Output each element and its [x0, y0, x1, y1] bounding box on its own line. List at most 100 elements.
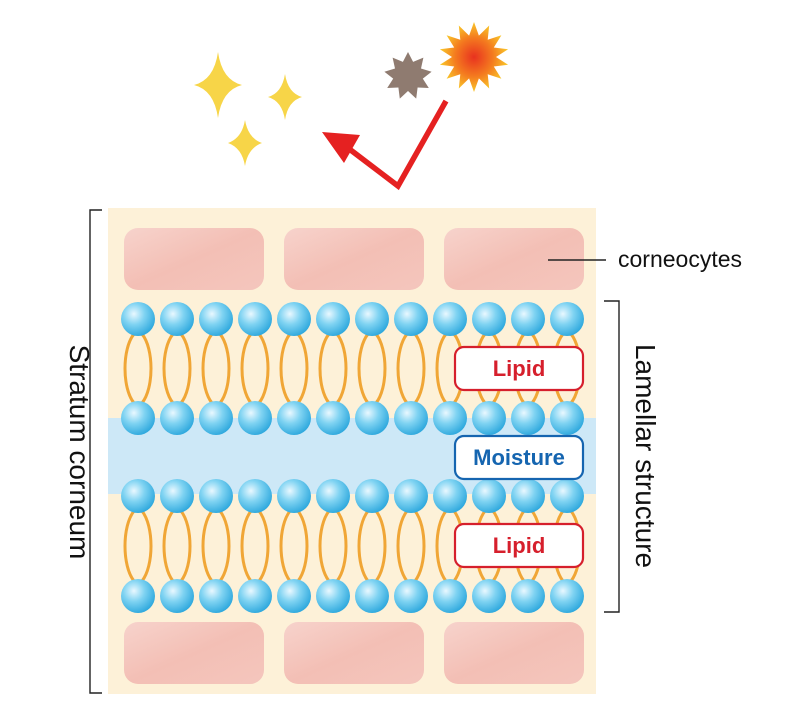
lipid-tail: [296, 510, 309, 582]
lipid-tail: [357, 333, 370, 404]
lipid-tail: [296, 333, 309, 404]
lipid-tail: [140, 510, 153, 582]
lipid-tail: [318, 333, 331, 404]
corneocyte-cell: [444, 622, 584, 684]
lipid-head: [511, 579, 545, 613]
lipid-head: [316, 401, 350, 435]
lipid-head: [433, 401, 467, 435]
lipid-tail: [179, 333, 192, 404]
lipid-head: [199, 401, 233, 435]
pollutant-particle-icon: [384, 52, 432, 99]
lipid-tail: [162, 333, 175, 404]
lipid-tail: [201, 510, 214, 582]
lipid-head: [316, 479, 350, 513]
lipid-head: [121, 401, 155, 435]
lipid-tail: [162, 510, 175, 582]
lipid-tail: [140, 333, 153, 404]
sparkle-icon: [268, 74, 302, 120]
lipid-head: [433, 579, 467, 613]
reflection-arrow-icon: [322, 99, 449, 191]
lipid-tail: [240, 333, 253, 404]
lipid-head: [199, 579, 233, 613]
lipid-tail: [123, 333, 136, 404]
lipid-head: [316, 302, 350, 336]
lipid-head: [355, 579, 389, 613]
lipid-head: [199, 479, 233, 513]
corneocytes-bottom-row: [124, 622, 584, 684]
lipid-head: [355, 479, 389, 513]
lipid-tail: [279, 510, 292, 582]
lipid-head: [472, 401, 506, 435]
corneocyte-cell: [284, 622, 424, 684]
moisture-label: Moisture: [473, 445, 565, 470]
lipid-label-bottom-box: Lipid: [453, 522, 585, 569]
lipid-head: [550, 479, 584, 513]
lipid-head: [316, 579, 350, 613]
lipid-head: [550, 401, 584, 435]
lipid-head: [433, 302, 467, 336]
corneocyte-cell: [444, 228, 584, 290]
stratum-corneum-label: Stratum corneum: [64, 345, 95, 560]
lipid-head: [121, 302, 155, 336]
lipid-head: [121, 479, 155, 513]
lipid-head: [121, 579, 155, 613]
lipid-head: [394, 579, 428, 613]
lipid-head: [511, 479, 545, 513]
lipid-tail: [318, 510, 331, 582]
sun-uv-icon: [439, 22, 509, 92]
lipid-head: [511, 401, 545, 435]
corneocyte-cell: [124, 622, 264, 684]
lipid-tail: [240, 510, 253, 582]
lipid-tail: [279, 333, 292, 404]
lipid-tail: [435, 333, 448, 404]
lipid-head: [511, 302, 545, 336]
moisture-label-box: Moisture: [453, 434, 585, 481]
lipid-head: [160, 579, 194, 613]
lipid-head: [394, 479, 428, 513]
corneocyte-cell: [124, 228, 264, 290]
lipid-tail: [257, 510, 270, 582]
lipid-head: [238, 479, 272, 513]
corneocyte-cell: [284, 228, 424, 290]
lipid-head: [277, 579, 311, 613]
lipid-head: [160, 479, 194, 513]
corneocytes-label: corneocytes: [618, 246, 742, 272]
lipid-tail: [413, 510, 426, 582]
corneocytes-top-row: [124, 228, 584, 290]
lipid-tail: [357, 510, 370, 582]
lipid-head: [394, 302, 428, 336]
lipid-head: [550, 302, 584, 336]
lipid-head: [550, 579, 584, 613]
lipid-tail: [218, 333, 231, 404]
lipid-label-bottom: Lipid: [493, 533, 546, 558]
lipid-tail: [335, 333, 348, 404]
lipid-head: [472, 302, 506, 336]
lipid-head: [277, 401, 311, 435]
lipid-head: [238, 579, 272, 613]
lipid-tail: [179, 510, 192, 582]
stratum-corneum-bracket: [89, 209, 102, 694]
lipid-head: [160, 401, 194, 435]
lipid-tail: [201, 333, 214, 404]
lipid-head: [355, 302, 389, 336]
lipid-head: [355, 401, 389, 435]
lipid-head: [433, 479, 467, 513]
lipid-tail: [335, 510, 348, 582]
lamellar-structure-label: Lamellar structure: [630, 344, 661, 568]
lipid-tail: [413, 333, 426, 404]
lipid-head: [238, 302, 272, 336]
lipid-head: [199, 302, 233, 336]
lipid-head: [277, 479, 311, 513]
lipid-head: [160, 302, 194, 336]
lipid-tail: [396, 510, 409, 582]
sparkle-icon: [194, 52, 242, 118]
lipid-head: [277, 302, 311, 336]
lipid-head: [472, 479, 506, 513]
lipid-head: [394, 401, 428, 435]
lipid-tail: [123, 510, 136, 582]
lipid-tail: [435, 510, 448, 582]
lipid-tail: [374, 510, 387, 582]
lipid-bilayer-bottom: [121, 479, 584, 613]
lipid-label-top-box: Lipid: [453, 345, 585, 392]
